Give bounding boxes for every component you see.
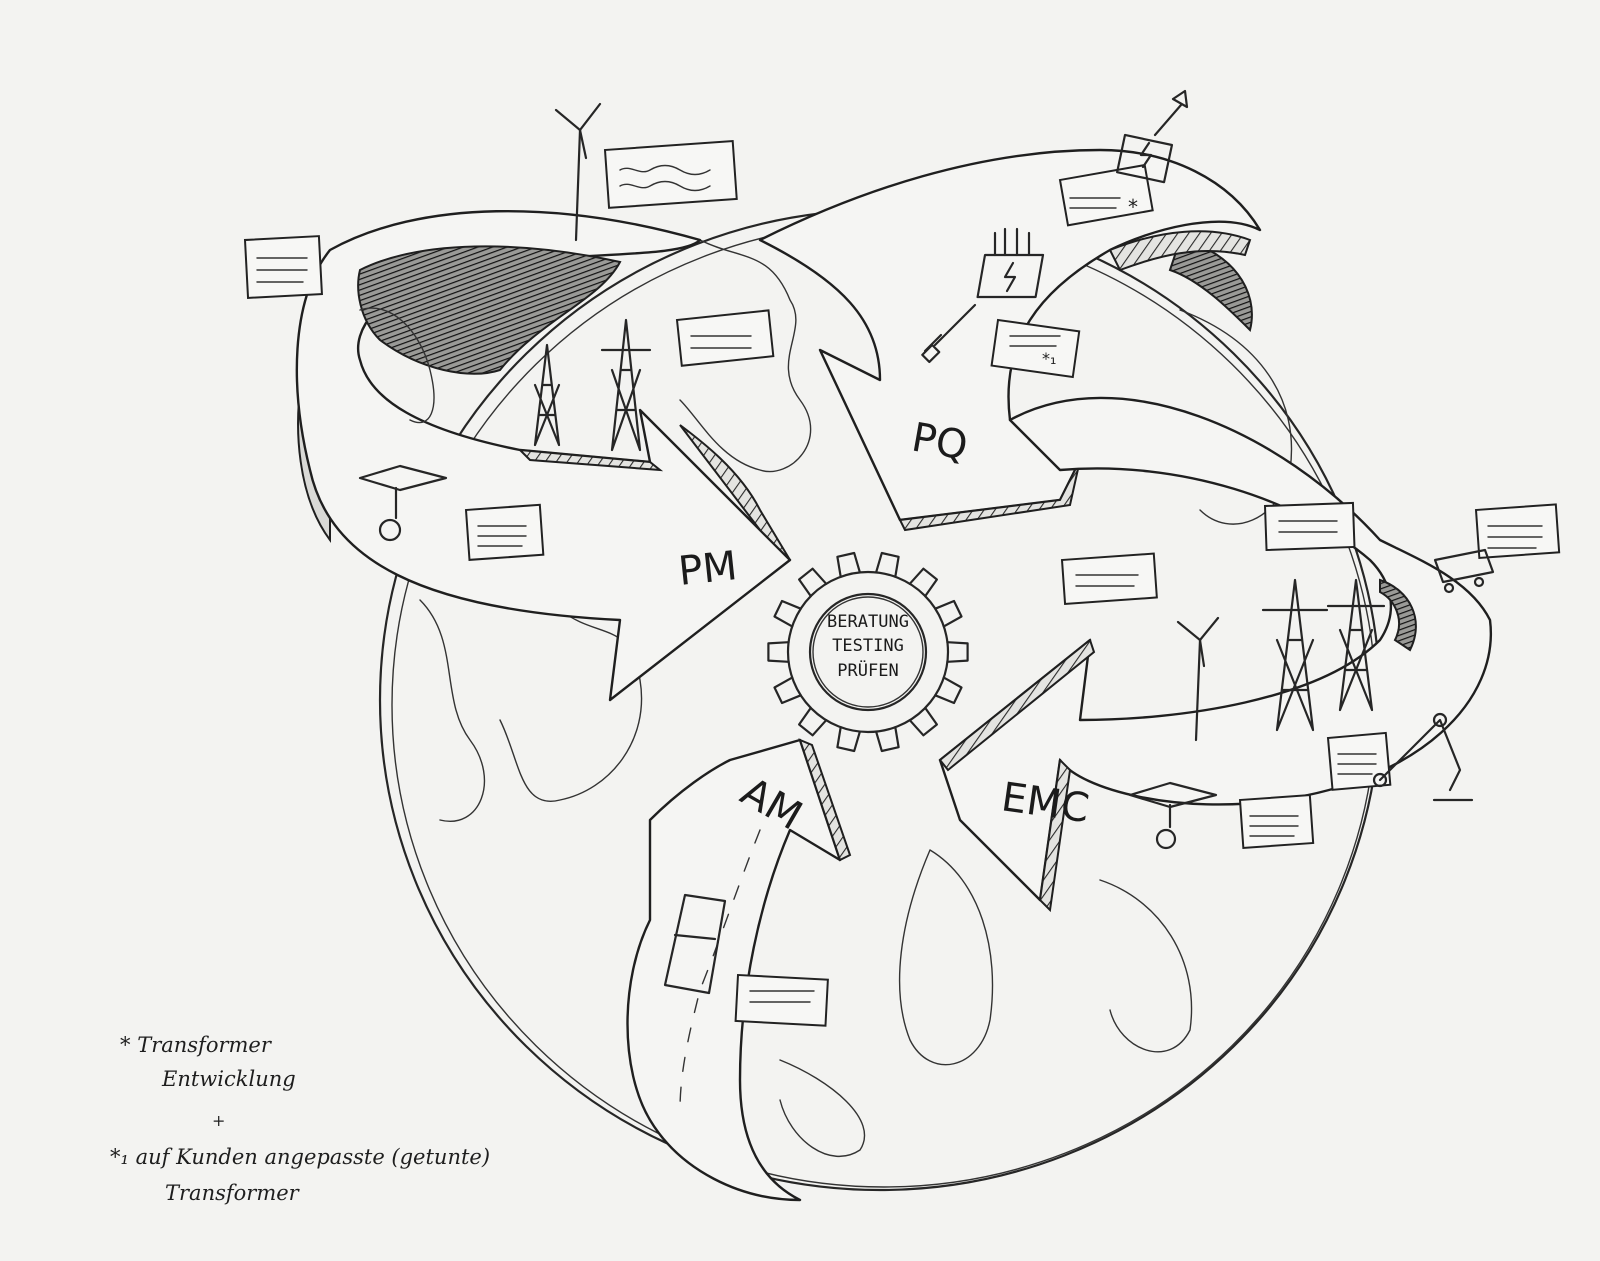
footnote-2-line-1: auf Kunden angepasste (getunte) — [135, 1145, 491, 1169]
wind-turbine-icon — [1176, 616, 1220, 742]
footnote-2-continued: Transformer — [165, 1178, 299, 1208]
continent-north — [419, 599, 486, 822]
gear-tooth — [773, 599, 802, 628]
wind-turbine-icon — [554, 102, 602, 242]
note-box — [734, 973, 829, 1027]
pipe-valve-icon — [358, 464, 448, 542]
continent-africa — [499, 609, 643, 802]
power-pylon-icon — [1326, 578, 1386, 712]
robot-arm-icon — [1372, 712, 1474, 802]
footnote-1-line-1: Transformer — [137, 1033, 271, 1057]
power-pylon-icon — [600, 318, 652, 452]
gear-line-2: TESTING — [832, 636, 904, 656]
gear-tooth — [797, 567, 828, 598]
gear-tooth — [836, 551, 862, 578]
transformer-icon — [976, 227, 1045, 299]
note-box: *₁ — [990, 318, 1081, 379]
footnote-1-line-2: Entwicklung — [162, 1067, 296, 1091]
continent-south-america — [898, 849, 994, 1066]
note-box — [1474, 503, 1561, 559]
plus-sign: + — [212, 1111, 226, 1130]
road-icon — [359, 307, 435, 424]
car-icon — [663, 893, 727, 995]
footnote-plus: + — [212, 1106, 225, 1136]
pq-box-top-marker: * — [1128, 195, 1138, 219]
gear-line-1: BERATUNG — [827, 612, 909, 632]
gear-tooth — [908, 567, 939, 598]
note-box — [603, 140, 738, 209]
note-box — [243, 235, 323, 299]
footnote-2-line-2: Transformer — [165, 1181, 299, 1205]
continent-east — [1099, 879, 1193, 1053]
gear-tooth — [934, 676, 963, 705]
footnote-1: * Transformer — [120, 1030, 271, 1060]
arrow-label-pm: PM — [676, 543, 739, 595]
screwdriver-icon — [921, 303, 977, 364]
gear-tooth — [773, 676, 802, 705]
footnote-1-marker: * — [120, 1033, 131, 1057]
gear-tooth — [874, 726, 900, 753]
note-boxes: * *₁ — [243, 140, 1561, 1027]
central-gear: BERATUNG TESTING PRÜFEN — [767, 551, 969, 753]
gear-tooth — [836, 726, 862, 753]
transformer-icon — [1115, 89, 1189, 184]
gear-line-3: PRÜFEN — [837, 659, 898, 681]
footnote-2: *₁ auf Kunden angepasste (getunte) — [110, 1142, 490, 1172]
footnote-1-continued: Entwicklung — [162, 1064, 296, 1094]
gear-tooth — [908, 706, 939, 737]
gear-tooth — [767, 641, 790, 663]
gear-tooth — [946, 641, 969, 663]
gear-tooth — [874, 551, 900, 578]
power-pylon-icon — [1261, 578, 1329, 732]
note-box — [464, 503, 545, 561]
note-box — [675, 309, 775, 367]
arrow-label-pq: PQ — [908, 415, 971, 470]
note-box — [1238, 794, 1315, 849]
pm-band — [295, 210, 792, 702]
am-band — [626, 738, 852, 1202]
continent-south — [779, 1059, 866, 1157]
continent-europe — [679, 239, 812, 473]
gear-tooth — [934, 599, 963, 628]
gear-tooth — [797, 706, 828, 737]
note-box — [1060, 552, 1158, 605]
footnote-2-marker: *₁ — [110, 1145, 129, 1169]
note-box — [1263, 501, 1356, 552]
note-box: * — [1058, 163, 1154, 227]
power-pylon-icon — [533, 343, 561, 447]
pq-box-mid-marker: *₁ — [1042, 349, 1056, 368]
pipe-valve-icon — [1128, 781, 1218, 850]
rail-car-icon — [1433, 548, 1495, 594]
note-box — [1326, 731, 1392, 791]
